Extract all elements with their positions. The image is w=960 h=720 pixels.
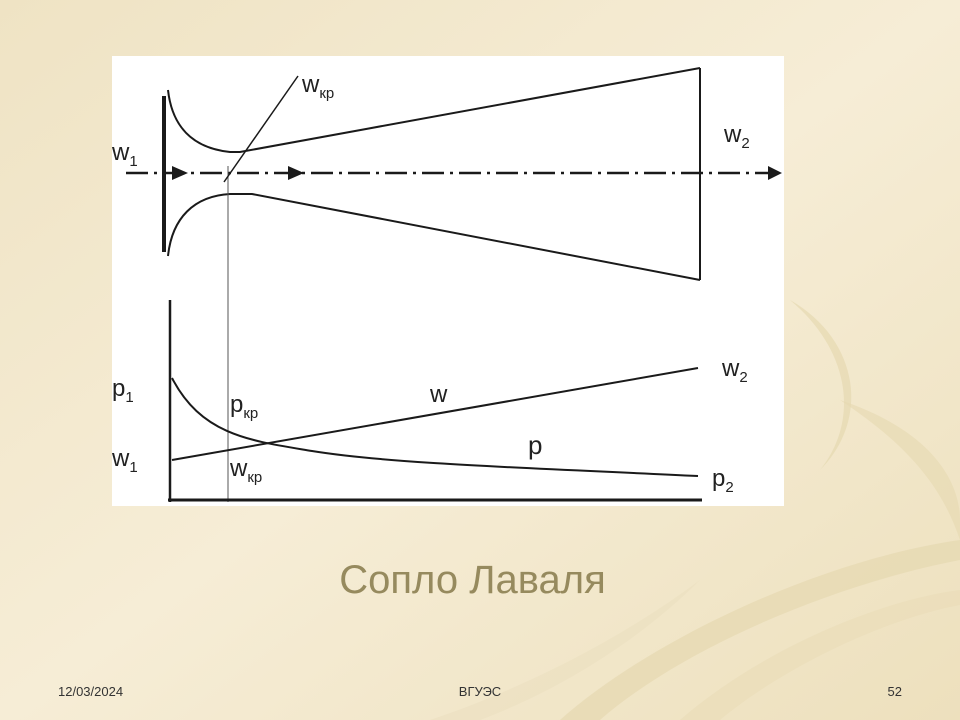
slide-caption: Сопло Лаваля (339, 558, 606, 602)
p1-label: p1 (112, 375, 134, 406)
critical-velocity-label: wкр (301, 71, 334, 102)
axis-arrow-head (768, 166, 782, 180)
critical-velocity-leader (223, 75, 299, 183)
nozzle-lower-wall (167, 193, 701, 281)
w1-label: w1 (112, 445, 138, 476)
laval-nozzle-diagram: w1 wкр w2 p1 w1 pкр wкр w p w2 p2 (112, 67, 782, 502)
inlet-velocity-label: w1 (112, 139, 138, 170)
slide-number: 52 (887, 684, 902, 699)
nozzle-upper-wall (167, 67, 701, 153)
background-swoosh (840, 400, 960, 540)
pressure-curve (171, 377, 699, 477)
background-swoosh (680, 590, 960, 720)
pressure-curve-label: p (528, 430, 542, 460)
velocity-curve (171, 367, 699, 461)
velocity-curve-label: w (429, 381, 448, 408)
w-critical-label: wкр (229, 455, 262, 486)
w2-label: w2 (721, 355, 748, 386)
laval-nozzle-figure: w1 wкр w2 p1 w1 pкр wкр w p w2 p2 (112, 56, 784, 506)
p-critical-label: pкр (230, 391, 258, 422)
inlet-arrow-head (172, 166, 188, 180)
background-swoosh (560, 540, 960, 720)
outlet-velocity-label: w2 (723, 121, 750, 152)
p2-label: p2 (712, 465, 734, 496)
footer-date: 12/03/2024 (58, 684, 124, 699)
flow-arrow-head (288, 166, 304, 180)
footer-organization: ВГУЭС (458, 684, 502, 699)
